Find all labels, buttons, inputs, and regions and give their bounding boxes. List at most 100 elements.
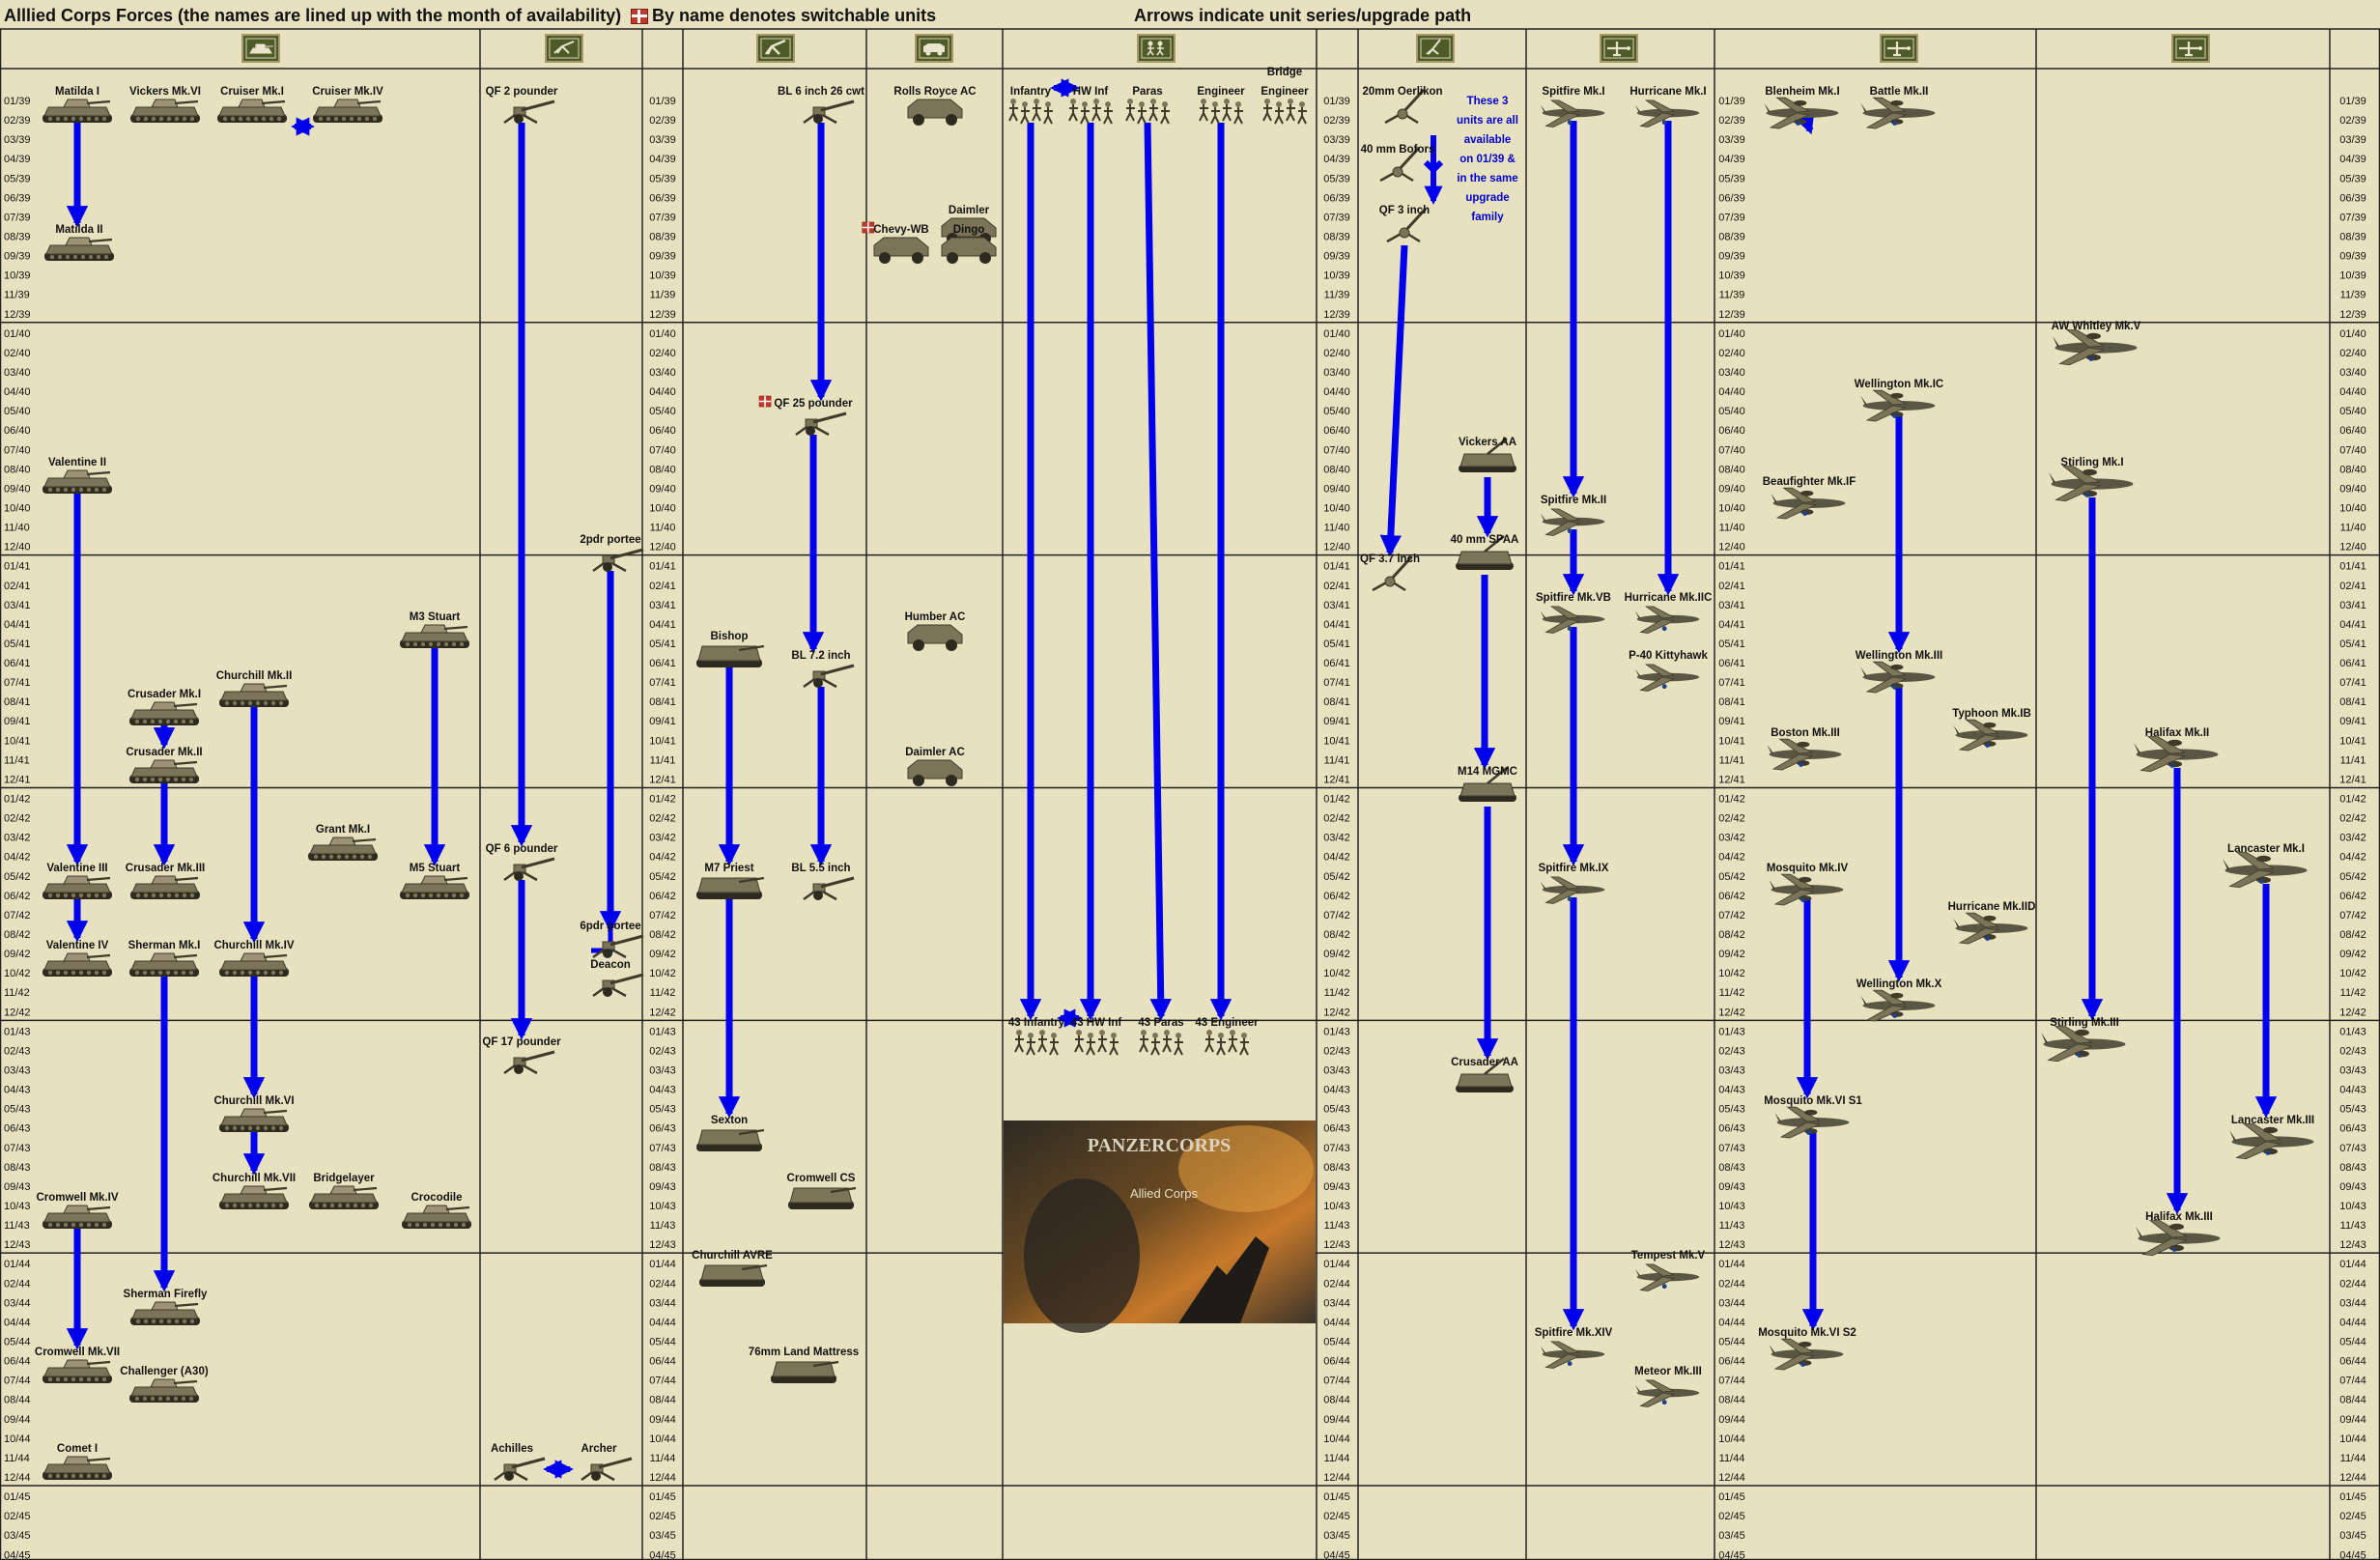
month-label: 02/42 — [649, 813, 676, 825]
month-label: 01/42 — [4, 794, 31, 806]
unit-label: Wellington Mk.X — [1856, 979, 1942, 990]
month-label: 01/39 — [1718, 96, 1745, 107]
month-label: 03/39 — [649, 134, 676, 146]
unit-label: Valentine III — [46, 863, 107, 874]
month-label: 11/42 — [1719, 987, 1745, 999]
month-label: 12/44 — [1718, 1472, 1745, 1484]
month-label: 10/41 — [2339, 735, 2366, 747]
month-label: 05/43 — [1718, 1104, 1745, 1116]
month-label: 08/39 — [1718, 231, 1745, 242]
month-label: 04/43 — [649, 1085, 676, 1096]
unit-beaufighter-mk-if: Beaufighter Mk.IF — [1763, 476, 1856, 519]
month-label: 02/45 — [1323, 1511, 1350, 1522]
unit-mosquito-mk-vi-s2: Mosquito Mk.VI S2 — [1758, 1327, 1856, 1370]
month-label: 02/45 — [1718, 1511, 1745, 1522]
month-label: 10/41 — [1718, 735, 1745, 747]
month-label: 09/40 — [2339, 483, 2366, 495]
unit-label: Spitfire Mk.IX — [1539, 863, 1609, 874]
month-label: 04/39 — [649, 154, 676, 165]
unit-label: Mosquito Mk.IV — [1767, 863, 1849, 874]
unit-43-engineer: 43 Engineer — [1195, 1017, 1259, 1055]
month-label: 07/39 — [4, 212, 31, 223]
month-label: 11/44 — [1719, 1453, 1745, 1464]
unit-label: Crocodile — [411, 1192, 462, 1204]
month-label: 01/41 — [1323, 561, 1350, 573]
unit-tempest-mk-v: Tempest Mk.V — [1631, 1250, 1706, 1291]
unit-label: Spitfire Mk.I — [1542, 86, 1604, 98]
month-label: 05/40 — [2339, 406, 2366, 417]
month-label: 02/39 — [1718, 115, 1745, 127]
month-label: 12/43 — [649, 1239, 676, 1251]
month-label: 01/45 — [2339, 1491, 2366, 1503]
unit-label: Battle Mk.II — [1870, 86, 1929, 98]
month-label: 03/40 — [649, 367, 676, 379]
unit-spitfire-mk-xiv: Spitfire Mk.XIV — [1535, 1327, 1613, 1368]
unit-engineer: Engineer — [1197, 86, 1245, 124]
unit-label: Grant Mk.I — [316, 824, 370, 836]
month-label: 05/42 — [1718, 871, 1745, 883]
month-label: 08/44 — [1718, 1395, 1745, 1406]
month-label: 04/39 — [4, 154, 31, 165]
month-label: 05/44 — [649, 1336, 676, 1347]
month-label: 02/43 — [1323, 1045, 1350, 1057]
month-label: 01/41 — [2339, 561, 2366, 573]
month-label: 07/43 — [1718, 1143, 1745, 1154]
month-label: 07/43 — [2339, 1143, 2366, 1154]
month-label: 06/39 — [649, 192, 676, 204]
unit-label: 40 mm Bofors — [1361, 144, 1435, 156]
unit-cruiser-mk-iv: Cruiser Mk.IV — [312, 86, 383, 123]
month-label: 05/39 — [2339, 173, 2366, 184]
month-label: 05/41 — [1718, 638, 1745, 650]
unit-wellington-mk-iii: Wellington Mk.III — [1856, 650, 1943, 693]
month-label: 05/44 — [1323, 1336, 1350, 1347]
unit-infantry: Infantry — [1009, 86, 1053, 124]
month-label: 12/43 — [4, 1239, 31, 1251]
month-label: 04/42 — [1323, 852, 1350, 864]
month-label: 10/44 — [649, 1433, 676, 1445]
unit-label: Valentine IV — [46, 940, 109, 951]
unit-label: AW Whitley Mk.V — [2052, 321, 2141, 332]
month-label: 10/40 — [4, 502, 31, 514]
month-label: 01/41 — [649, 561, 676, 573]
unit-label: QF 3 inch — [1379, 205, 1430, 216]
unit-label: Sherman Firefly — [124, 1289, 209, 1300]
month-label: 06/40 — [4, 425, 31, 437]
unit-label: Spitfire Mk.II — [1541, 495, 1606, 506]
unit-qf-25-pounder: QF 25 pounder — [759, 396, 853, 436]
month-label: 01/40 — [4, 328, 31, 340]
month-label: 10/43 — [4, 1201, 31, 1212]
month-label: 10/44 — [2339, 1433, 2366, 1445]
month-label: 07/40 — [649, 444, 676, 456]
month-label: 04/42 — [1718, 852, 1745, 864]
unit-label: Halifax Mk.II — [2145, 727, 2209, 739]
unit-matilda-i: Matilda I — [42, 86, 112, 123]
month-label: 06/43 — [1718, 1123, 1745, 1135]
month-label: 09/41 — [649, 716, 676, 727]
unit-qf-17-pounder: QF 17 pounder — [482, 1036, 561, 1074]
month-label: 08/44 — [4, 1395, 31, 1406]
unit-label: 43 Paras — [1138, 1017, 1183, 1029]
month-label: 01/43 — [649, 1026, 676, 1037]
unit-achilles: Achilles — [491, 1443, 545, 1481]
month-label: 05/44 — [2339, 1336, 2366, 1347]
month-label: 08/41 — [1323, 696, 1350, 708]
month-label: 04/40 — [4, 386, 31, 398]
month-label: 12/44 — [1323, 1472, 1350, 1484]
month-label: 09/41 — [2339, 716, 2366, 727]
month-label: 09/44 — [4, 1414, 31, 1426]
unit-2pdr-portee: 2pdr portee — [580, 534, 643, 572]
month-label: 03/43 — [4, 1065, 31, 1077]
month-label: 10/39 — [2339, 270, 2366, 282]
unit-76mm-land-mattress: 76mm Land Mattress — [749, 1347, 859, 1383]
unit-label: Cruiser Mk.I — [220, 86, 284, 98]
unit-label: Cromwell CS — [787, 1173, 856, 1184]
unit-label: Cruiser Mk.IV — [312, 86, 383, 98]
unit-label: 40 mm SPAA — [1451, 534, 1519, 546]
month-label: 01/40 — [649, 328, 676, 340]
month-label: 10/40 — [1323, 502, 1350, 514]
month-label: 03/40 — [1323, 367, 1350, 379]
month-label: 07/40 — [2339, 444, 2366, 456]
month-label: 10/42 — [4, 968, 31, 979]
unit-sexton: Sexton — [696, 1115, 764, 1151]
month-label: 06/42 — [4, 891, 31, 902]
